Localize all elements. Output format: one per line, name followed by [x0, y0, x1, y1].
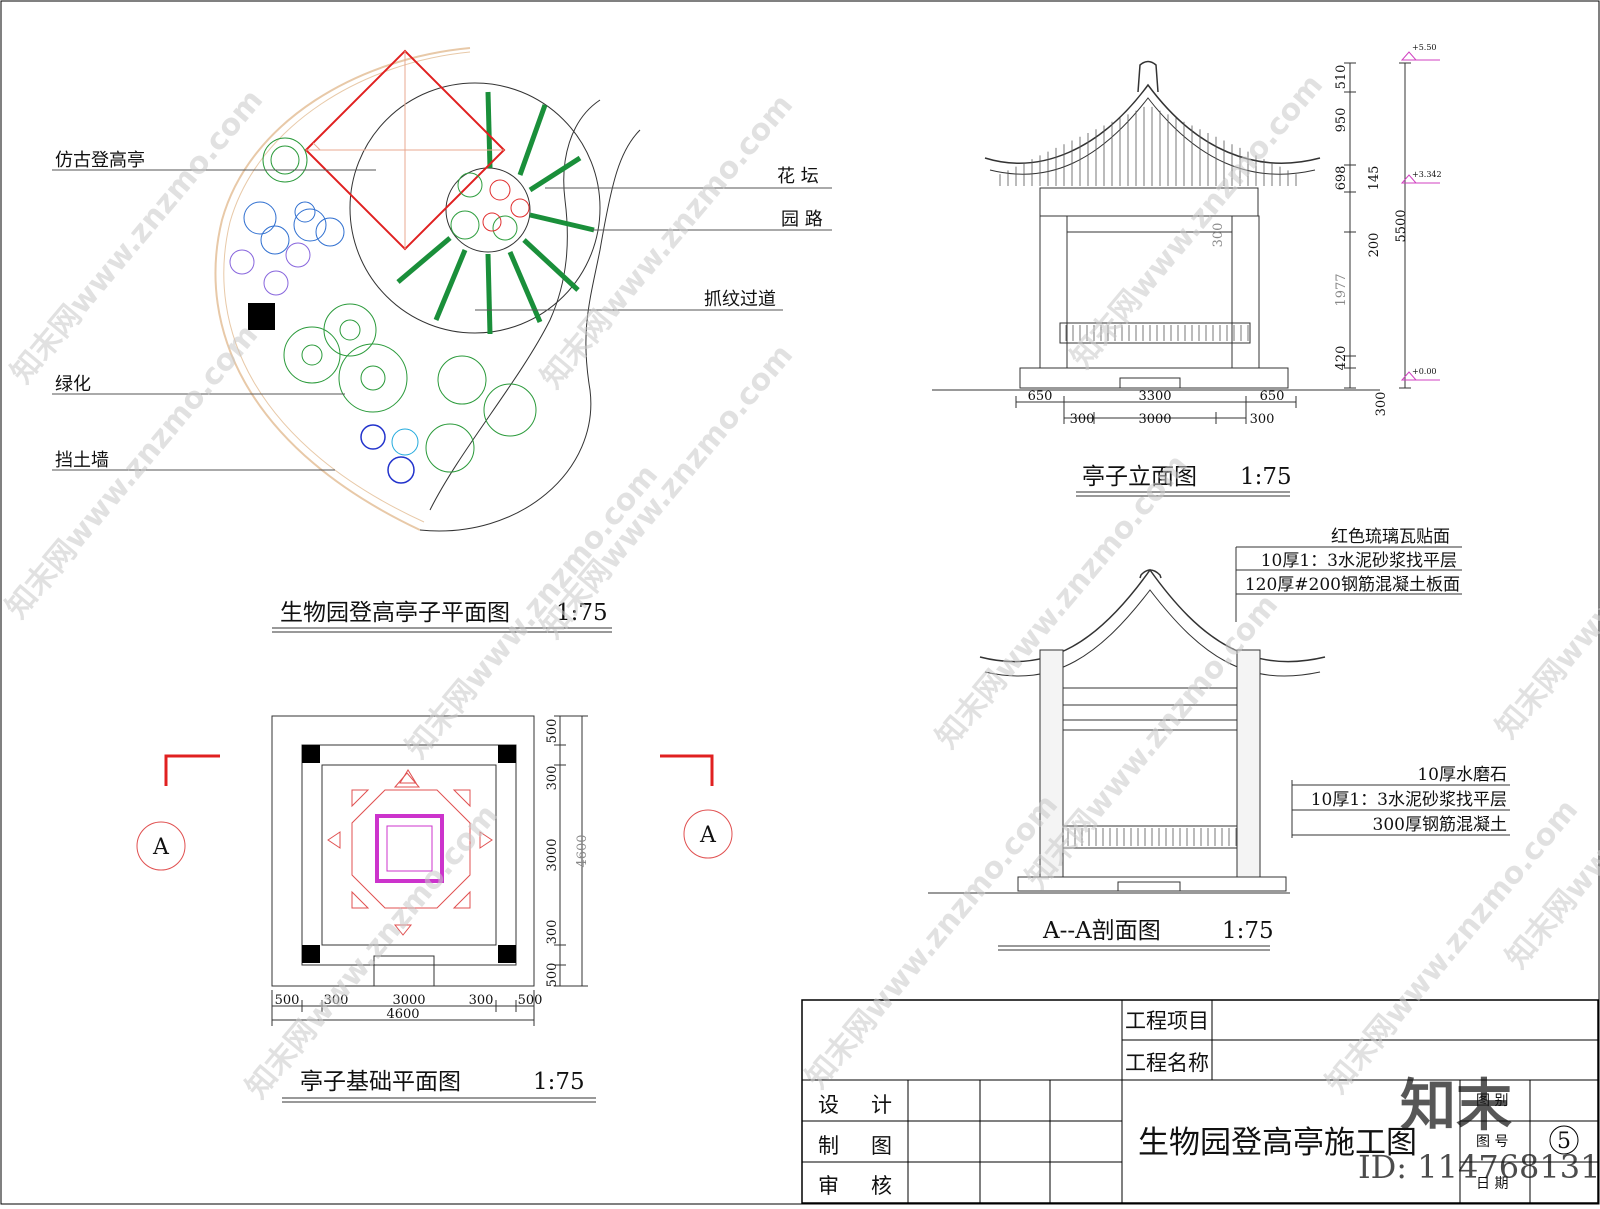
label-greening: 绿化: [55, 374, 91, 395]
tb-sheet-number: 5: [1557, 1129, 1571, 1154]
fdn-rdim-total: 4600: [575, 834, 590, 867]
watermarks: 知末网www.znzmo.com 知末网www.znzmo.com 知末网www…: [0, 68, 1600, 1186]
section-title: A--A剖面图: [1042, 918, 1161, 944]
fdn-bdim-300-r: 300: [469, 993, 494, 1008]
floor-note-3: 300厚钢筋混凝土: [1373, 815, 1507, 835]
fdn-bdim-total: 4600: [386, 1007, 419, 1022]
flower-bed-planting: [450, 172, 518, 241]
fdn-bdim-500-r: 500: [518, 993, 543, 1008]
tb-side-category: 图 别: [1476, 1093, 1508, 1109]
elev-bdim-300-r: 300: [1250, 412, 1275, 427]
watermark-7: 知末网www.znzmo.com: [1064, 68, 1330, 375]
site-plan: 仿古登高亭 绿化 挡土墙 花 坛 园 路 抓纹过道 生物园登高亭子平面图 1:7…: [52, 47, 832, 633]
floor-note-1: 10厚水磨石: [1417, 765, 1507, 785]
watermark-10: 知末网www.znzmo.com: [799, 788, 1065, 1095]
section-cut-mark-left: [164, 754, 220, 786]
foundation-plan: 500 300 3000 300 500 4600 500 300 3000 3…: [136, 715, 733, 1103]
elev-dim-698: 698: [1334, 166, 1349, 191]
watermark-6: 知末网www.znzmo.com: [239, 798, 505, 1105]
elev-dim-300-inner: 300: [1211, 223, 1226, 248]
label-pavilion: 仿古登高亭: [55, 150, 145, 171]
elev-dim-145: 145: [1367, 166, 1382, 191]
elev-bdim-3000: 3000: [1138, 412, 1171, 427]
level-top: +5.50: [1412, 43, 1437, 52]
tb-sheet-circle: [1549, 1125, 1579, 1155]
level-mid: +3.342: [1412, 170, 1442, 179]
plan-scale: 1:75: [556, 600, 608, 626]
elevation-scale: 1:75: [1240, 464, 1292, 490]
elev-dim-420: 420: [1334, 346, 1349, 371]
trees-green: [262, 137, 408, 413]
elev-bdim-650-l: 650: [1028, 389, 1053, 404]
fdn-rdim-3000: 3000: [545, 838, 560, 871]
tb-design: 设 计: [818, 1093, 892, 1117]
fdn-bdim-500-l: 500: [275, 993, 300, 1008]
floor-note-2: 10厚1：3水泥砂浆找平层: [1311, 790, 1507, 810]
elev-dim-total: 5500: [1394, 209, 1409, 242]
fdn-bdim-300-l: 300: [324, 993, 349, 1008]
elev-bdim-650-r: 650: [1260, 389, 1285, 404]
watermark-12: 知末网www.znzmo.com: [1489, 438, 1600, 745]
fdn-rdim-500-t: 500: [545, 719, 560, 744]
tb-drawing-title: 生物园登高亭施工图: [1138, 1125, 1417, 1161]
post-block: [248, 303, 275, 330]
fdn-rdim-300-t: 300: [545, 766, 560, 791]
fdn-rdim-300-b: 300: [545, 920, 560, 945]
roof-note-2: 10厚1：3水泥砂浆找平层: [1261, 551, 1457, 571]
tb-draw: 制 图: [818, 1134, 892, 1158]
elev-dim-1977: 1977: [1334, 273, 1349, 306]
fdn-bdim-3000: 3000: [392, 993, 425, 1008]
plan-title: 生物园登高亭子平面图: [280, 600, 510, 626]
label-retaining-wall: 挡土墙: [55, 450, 109, 471]
watermark-3: 知末网www.znzmo.com: [534, 88, 800, 395]
tb-side-number: 图 号: [1476, 1134, 1508, 1150]
title-block: 工程项目 工程名称 设 计 制 图 审 核 生物园登高亭施工图 图 别 图 号 …: [801, 999, 1599, 1204]
watermark-id: ID: 1147681310: [1358, 1148, 1600, 1186]
roof-note-3: 120厚#200钢筋混凝土板面: [1245, 575, 1460, 595]
elev-dim-950: 950: [1334, 108, 1349, 133]
label-flower-bed: 花 坛: [777, 166, 819, 187]
section-column-right: [1236, 649, 1261, 878]
palms: [425, 355, 537, 473]
roof-note-1: 红色琉璃瓦贴面: [1331, 527, 1450, 547]
tb-side-date: 日 期: [1476, 1176, 1508, 1192]
tb-project-item: 工程项目: [1125, 1009, 1209, 1033]
section-bubble-right: [683, 809, 733, 859]
section-cut-mark-right: [660, 754, 714, 786]
elev-dim-510: 510: [1334, 65, 1349, 90]
level-zero: +0.00: [1412, 367, 1437, 376]
tb-project-name: 工程名称: [1125, 1051, 1209, 1075]
elevation-drawing: 510 950 698 145 300 200 1977 420 300 550…: [932, 43, 1442, 497]
elev-dim-300-base: 300: [1374, 392, 1389, 417]
elev-dim-200: 200: [1367, 233, 1382, 258]
level-marks: [1400, 51, 1440, 381]
fdn-rdim-500-b: 500: [545, 963, 560, 988]
watermark-brand: 知末: [1400, 1073, 1512, 1139]
foundation-scale: 1:75: [533, 1069, 585, 1095]
tb-review: 审 核: [818, 1174, 892, 1198]
watermark-4: 知末网www.znzmo.com: [534, 338, 800, 645]
section-scale: 1:75: [1222, 918, 1274, 944]
section-bubble-left: [136, 821, 186, 871]
label-grip-path: 抓纹过道: [704, 289, 776, 310]
elev-bdim-3300: 3300: [1138, 389, 1171, 404]
shrubs-blue: [243, 201, 345, 255]
elevation-title: 亭子立面图: [1082, 464, 1197, 490]
label-garden-path: 园 路: [781, 209, 823, 230]
foundation-title: 亭子基础平面图: [300, 1069, 461, 1095]
roof-tile-lines: [999, 106, 1297, 186]
section-letter-left: A: [152, 835, 170, 860]
elev-bdim-300-l: 300: [1070, 412, 1095, 427]
section-drawing: 红色琉璃瓦贴面 10厚1：3水泥砂浆找平层 120厚#200钢筋混凝土板面 10…: [928, 527, 1510, 951]
section-letter-right: A: [699, 823, 717, 848]
